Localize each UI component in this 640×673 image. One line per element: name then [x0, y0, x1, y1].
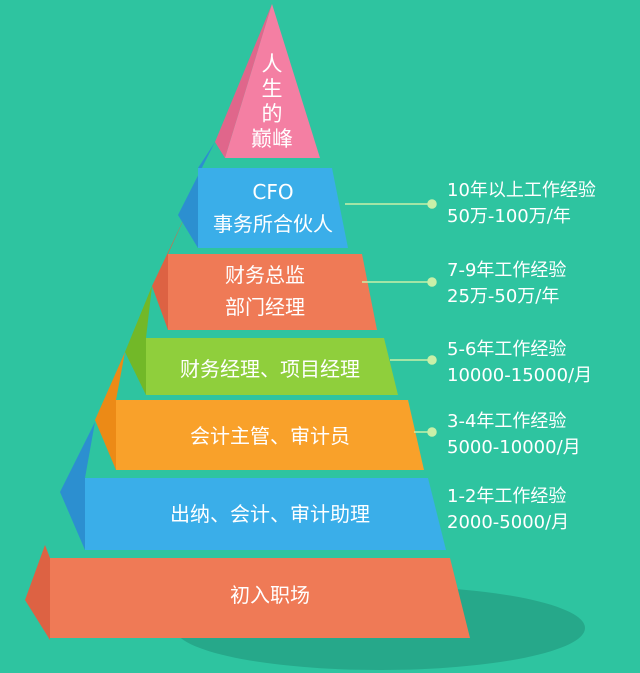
tier-6-face [50, 558, 470, 638]
tier-4-face [116, 400, 424, 470]
peak-side [215, 4, 272, 158]
tier-3-face [146, 338, 398, 395]
tier-3-title: 财务经理、项目经理 [180, 357, 360, 381]
annotation-2-experience: 7-9年工作经验 [447, 260, 567, 281]
tier-1-title: CFO [252, 180, 294, 204]
connector-dot-3 [427, 355, 437, 365]
tier-2-face [168, 254, 377, 330]
peak-char-4: 巅峰 [251, 127, 293, 151]
tier-5-side [60, 422, 95, 550]
tier-1-face [198, 168, 348, 248]
connector-dot-2 [427, 277, 437, 287]
tier-6-side [25, 545, 50, 640]
peak-char-2: 生 [261, 77, 283, 101]
tier-2-title: 财务总监 [225, 263, 305, 287]
tier-3-side [125, 286, 152, 395]
connectors [345, 199, 437, 437]
annotation-1-experience: 10年以上工作经验 [447, 180, 596, 201]
peak-face [225, 4, 320, 158]
tier-1-subtitle: 事务所合伙人 [213, 212, 333, 236]
annotation-3-experience: 5-6年工作经验 [447, 339, 567, 360]
annotation-3-salary: 10000-15000/月 [447, 365, 593, 386]
annotation-4-salary: 5000-10000/月 [447, 437, 581, 458]
annotation-5-salary: 2000-5000/月 [447, 512, 570, 533]
annotation-2-salary: 25万-50万/年 [447, 286, 560, 307]
connector-dot-4 [427, 427, 437, 437]
tier-1-side [178, 142, 215, 248]
tier-5-title: 出纳、会计、审计助理 [170, 502, 370, 526]
annotation-1-salary: 50万-100万/年 [447, 206, 571, 227]
tier-2-subtitle: 部门经理 [225, 295, 305, 319]
tier-5-face [85, 478, 446, 550]
tier-4-title: 会计主管、审计员 [190, 424, 350, 448]
tier-4-side [95, 352, 125, 470]
annotation-4-experience: 3-4年工作经验 [447, 411, 567, 432]
connector-dot-1 [427, 199, 437, 209]
peak-char-3: 的 [261, 102, 283, 126]
annotation-5-experience: 1-2年工作经验 [447, 486, 567, 507]
peak-char-1: 人 [261, 52, 283, 76]
tier-6-title: 初入职场 [230, 583, 310, 607]
tier-2-side [152, 210, 188, 330]
